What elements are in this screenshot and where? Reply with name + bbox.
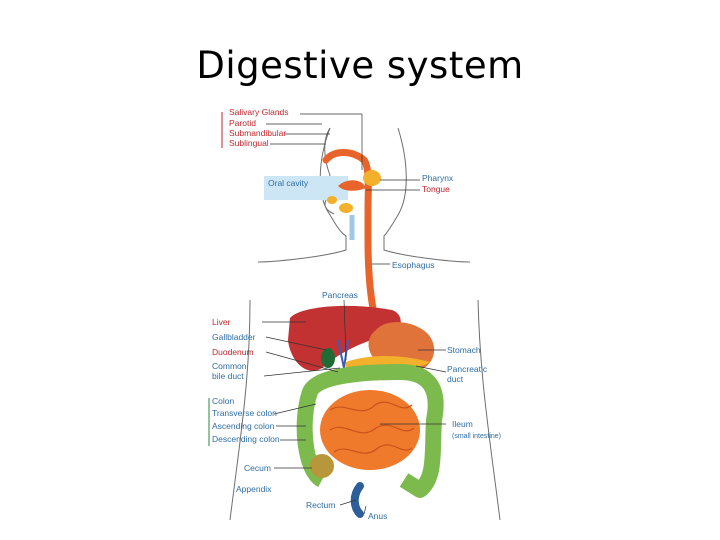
sublingual-gland	[327, 196, 337, 204]
label-gallbladder: Gallbladder	[212, 332, 256, 342]
label-anus: Anus	[368, 511, 387, 521]
parotid-gland	[363, 170, 381, 186]
body-outline	[229, 127, 501, 521]
rectum-shape	[350, 482, 364, 518]
colon-shape	[296, 364, 444, 498]
label-submandibular: Submandibular	[229, 128, 286, 138]
label-rectum: Rectum	[306, 500, 335, 510]
label-common-bile-duct-2: bile duct	[212, 371, 244, 381]
cecum-shape	[310, 454, 334, 478]
oral-cavity-highlight	[264, 176, 348, 200]
label-liver: Liver	[212, 317, 231, 327]
label-appendix: Appendix	[236, 484, 272, 494]
leader-lines	[262, 113, 447, 515]
gallbladder-shape	[321, 348, 335, 368]
label-parotid: Parotid	[229, 118, 256, 128]
small-intestine-shape	[320, 390, 420, 470]
label-pancreatic-duct-1: Pancreatic	[447, 364, 488, 374]
esophagus-tube	[322, 149, 382, 334]
small-intestine-loops	[329, 401, 415, 454]
label-stomach: Stomach	[447, 345, 481, 355]
label-colon: Colon	[212, 396, 234, 406]
label-pancreas: Pancreas	[322, 290, 358, 300]
page-title: Digestive system	[196, 44, 524, 87]
label-esophagus: Esophagus	[392, 260, 435, 270]
label-pharynx: Pharynx	[422, 173, 454, 183]
label-ileum: Ileum	[452, 419, 473, 429]
tongue-shape	[338, 180, 366, 191]
label-duodenum: Duodenum	[212, 347, 254, 357]
label-cecum: Cecum	[244, 463, 271, 473]
label-tongue: Tongue	[422, 184, 450, 194]
submandibular-gland	[339, 203, 353, 213]
label-descending-colon: Descending colon	[212, 434, 280, 444]
liver-shape	[288, 305, 401, 371]
label-transverse-colon: Transverse colon	[212, 408, 277, 418]
label-common-bile-duct-1: Common	[212, 361, 247, 371]
label-salivary-glands: Salivary Glands	[229, 107, 289, 117]
label-pancreatic-duct-2: duct	[447, 374, 464, 384]
label-ascending-colon: Ascending colon	[212, 421, 275, 431]
label-sublingual: Sublingual	[229, 138, 269, 148]
label-small-intestine: (small intestine)	[452, 433, 501, 440]
label-oral-cavity: Oral cavity	[268, 178, 309, 188]
